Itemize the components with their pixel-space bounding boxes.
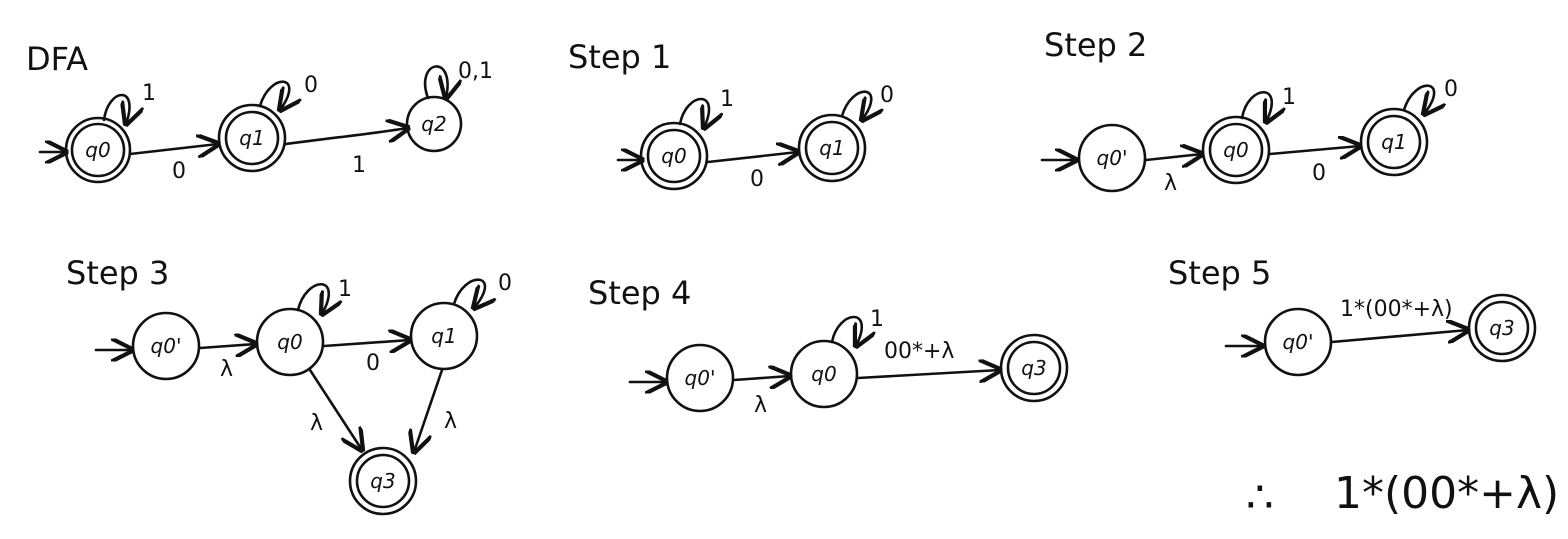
state-q0: q0	[255, 307, 325, 377]
self-loop	[296, 283, 329, 314]
transition-arrow	[732, 376, 790, 380]
panel-title: Step 5	[1168, 254, 1271, 292]
self-loop	[258, 80, 289, 110]
self-loop	[1402, 84, 1434, 114]
edge-label: 00*+λ	[884, 339, 954, 364]
panel-step3: Step 3 q0' λ q0 1 0 q1 0 λ λ	[66, 254, 512, 516]
state-label: q0'	[685, 366, 716, 390]
transition-arrow	[1144, 154, 1202, 160]
panel-step5: Step 5 q0' 1*(00*+λ) q3	[1168, 254, 1537, 377]
self-loop	[830, 315, 862, 346]
panel-step2: Step 2 q0' λ q0 1 0 q1 0	[1040, 26, 1458, 196]
edge-label: λ	[220, 357, 233, 382]
edge-label: 0	[172, 159, 186, 184]
panel-title: Step 3	[66, 254, 169, 292]
panel-step1: Step 1 q0 1 0 q1 0	[568, 38, 894, 192]
self-loop	[452, 278, 485, 308]
panel-step4: Step 4 q0' λ q0 1 00*+λ q3	[588, 274, 1069, 418]
state-q2: q2	[405, 95, 463, 153]
state-label: q0'	[151, 334, 182, 358]
state-q1: q1	[217, 103, 287, 173]
transition-arrow	[856, 370, 1000, 378]
state-label: q1	[819, 136, 844, 160]
state-q0-prime: q0'	[131, 311, 201, 381]
edge-label: 0,1	[458, 59, 493, 84]
self-loop	[678, 97, 709, 128]
state-q3: q3	[999, 333, 1069, 403]
edge-label: 0	[366, 351, 380, 376]
edge-label: 0	[750, 167, 764, 192]
edge-label: λ	[754, 393, 767, 418]
state-q0: q0	[789, 339, 859, 409]
state-q0: q0	[1201, 115, 1271, 185]
edge-label: 0	[304, 73, 318, 98]
state-label: q0	[85, 138, 110, 162]
edge-label: λ	[444, 409, 457, 434]
edge-label: 0	[880, 83, 894, 108]
final-regex: 1*(00*+λ)	[1334, 468, 1559, 519]
state-q1: q1	[409, 301, 479, 371]
conclusion: ∴ 1*(00*+λ)	[1246, 468, 1559, 523]
state-label: q2	[421, 112, 446, 136]
self-loop	[1240, 91, 1272, 122]
state-q0-prime: q0'	[1263, 307, 1333, 377]
state-label: q0'	[1283, 330, 1314, 354]
edge-label: λ	[310, 411, 323, 436]
panel-title: Step 2	[1044, 26, 1147, 64]
therefore-symbol: ∴	[1246, 472, 1274, 523]
state-q0-prime: q0'	[665, 343, 735, 413]
edge-label: 0	[498, 271, 512, 296]
state-q3: q3	[348, 446, 418, 516]
state-q0-prime: q0'	[1077, 123, 1147, 193]
state-label: q1	[239, 126, 264, 150]
edge-label: 1	[142, 81, 156, 106]
state-label: q3	[1021, 356, 1046, 380]
panel-title: Step 4	[588, 274, 691, 312]
transition-arrow	[706, 152, 798, 162]
state-q1: q1	[797, 113, 867, 183]
panel-title: DFA	[26, 40, 88, 78]
state-label: q0	[661, 144, 686, 168]
state-q1: q1	[1359, 107, 1429, 177]
edge-label: 1	[352, 153, 366, 178]
edge-label: 1	[1282, 85, 1296, 110]
state-label: q0	[811, 362, 836, 386]
self-loop	[840, 90, 871, 120]
edge-label: λ	[1164, 171, 1177, 196]
state-label: q1	[431, 324, 456, 348]
transition-arrow	[414, 368, 444, 452]
self-loop	[423, 65, 447, 98]
state-q0: q0	[639, 121, 709, 191]
transition-arrow	[308, 368, 362, 450]
state-q0: q0	[64, 116, 132, 184]
transition-arrow	[1330, 330, 1468, 342]
edge-label: 1	[338, 277, 352, 302]
state-q3: q3	[1467, 293, 1537, 363]
transition-arrow	[128, 144, 218, 154]
state-label: q0'	[1097, 146, 1128, 170]
panel-dfa: DFA q0 1 0 q1 0 1 q2	[26, 40, 493, 184]
state-label: q0	[277, 330, 302, 354]
state-label: q0	[1223, 138, 1248, 162]
edge-label: 1	[870, 307, 884, 332]
panel-title: Step 1	[568, 38, 671, 76]
self-loop	[102, 93, 130, 124]
transition-arrow	[322, 340, 410, 346]
transition-arrow	[198, 344, 256, 348]
edge-label: 1*(00*+λ)	[1340, 297, 1453, 322]
state-label: q3	[370, 469, 395, 493]
transition-arrow	[284, 128, 408, 146]
state-label: q3	[1489, 316, 1514, 340]
edge-label: 0	[1444, 77, 1458, 102]
transition-arrow	[1268, 146, 1360, 154]
state-label: q1	[1381, 130, 1406, 154]
edge-label: 1	[720, 87, 734, 112]
edge-label: 0	[1312, 161, 1326, 186]
